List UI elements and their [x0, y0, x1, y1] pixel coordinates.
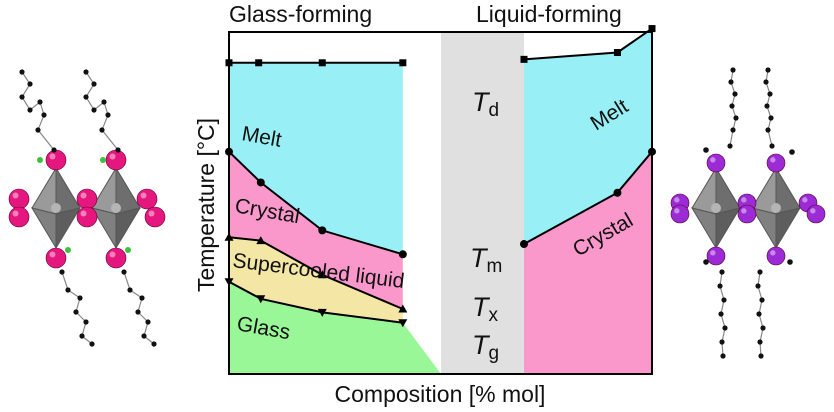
marker-tm-right-0 [520, 240, 528, 249]
composition-gap-band [441, 33, 524, 373]
marker-td-right-0 [520, 55, 528, 63]
marker-tm-right-1 [613, 188, 622, 197]
marker-tx-left-2 [317, 270, 327, 279]
marker-tm-left-2 [318, 226, 327, 235]
panel-title-glass-forming: Glass-forming [229, 1, 372, 27]
right-crystal-structure-icon [670, 67, 826, 359]
label-tg: Tg [472, 330, 499, 364]
marker-tg-left-1 [256, 295, 266, 304]
crystal-region-left [229, 151, 403, 309]
label-td: Td [472, 87, 499, 121]
label-tx: Tx [472, 292, 499, 326]
x-axis-label: Composition [% mol] [335, 381, 546, 407]
marker-tx-left-1 [256, 236, 266, 245]
marker-tm-left-1 [256, 178, 265, 187]
marker-tg-left-2 [317, 308, 327, 317]
data-point-markers [224, 25, 656, 328]
melt-region-right [524, 28, 652, 244]
plot-frame [228, 31, 653, 375]
marker-td-left-3 [399, 59, 407, 67]
marker-td-left-2 [318, 59, 326, 67]
marker-td-right-1 [613, 49, 621, 57]
melt-region-left [229, 62, 403, 255]
boundary-line-tm-left [228, 150, 404, 256]
marker-td-left-1 [255, 59, 263, 67]
marker-tm-left-3 [398, 250, 407, 259]
marker-tg-left-3 [398, 319, 408, 328]
glass-region [229, 281, 441, 374]
boundary-line-tg-left [228, 280, 403, 324]
panel-title-liquid-forming: Liquid-forming [476, 1, 622, 27]
left-crystal-structure-icon [8, 69, 166, 347]
right-phase-regions [524, 28, 652, 374]
plot-area [224, 25, 656, 375]
crystal-region-right [524, 151, 652, 374]
left-phase-regions [229, 62, 441, 374]
boundary-line-tx-left [228, 236, 404, 310]
marker-tx-left-3 [398, 304, 408, 313]
label-tm: Tm [470, 243, 502, 277]
marker-td-right-2 [648, 25, 656, 33]
y-axis-label: Temperature [°C] [193, 118, 219, 292]
